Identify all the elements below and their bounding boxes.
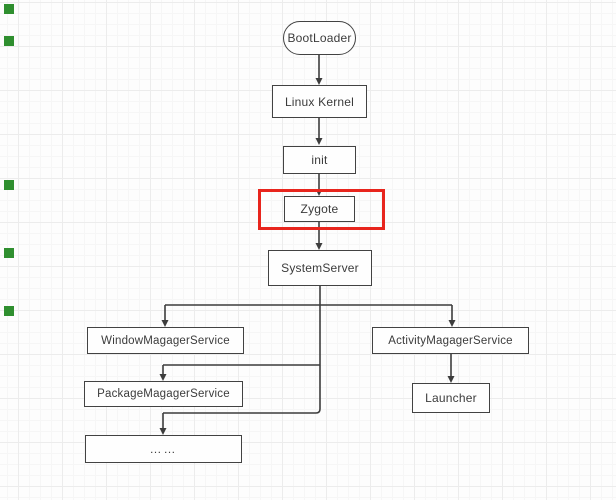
node-activity-magager-service: ActivityMagagerService <box>372 327 529 354</box>
node-launcher: Launcher <box>412 383 490 413</box>
zygote-highlight-box <box>258 189 385 230</box>
node-system-server: SystemServer <box>268 250 372 286</box>
node-window-magager-service: WindowMagagerService <box>87 327 244 354</box>
node-package-magager-service: PackageMagagerService <box>84 381 243 407</box>
node-linux-kernel: Linux Kernel <box>272 85 367 118</box>
node-zygote: Zygote <box>284 196 355 222</box>
green-square-marker <box>4 36 14 46</box>
node-ellipsis: …… <box>85 435 242 463</box>
node-bootloader: BootLoader <box>283 21 356 55</box>
node-init: init <box>283 146 356 174</box>
green-square-marker <box>4 180 14 190</box>
green-square-marker <box>4 306 14 316</box>
green-square-marker <box>4 248 14 258</box>
green-square-marker <box>4 4 14 14</box>
